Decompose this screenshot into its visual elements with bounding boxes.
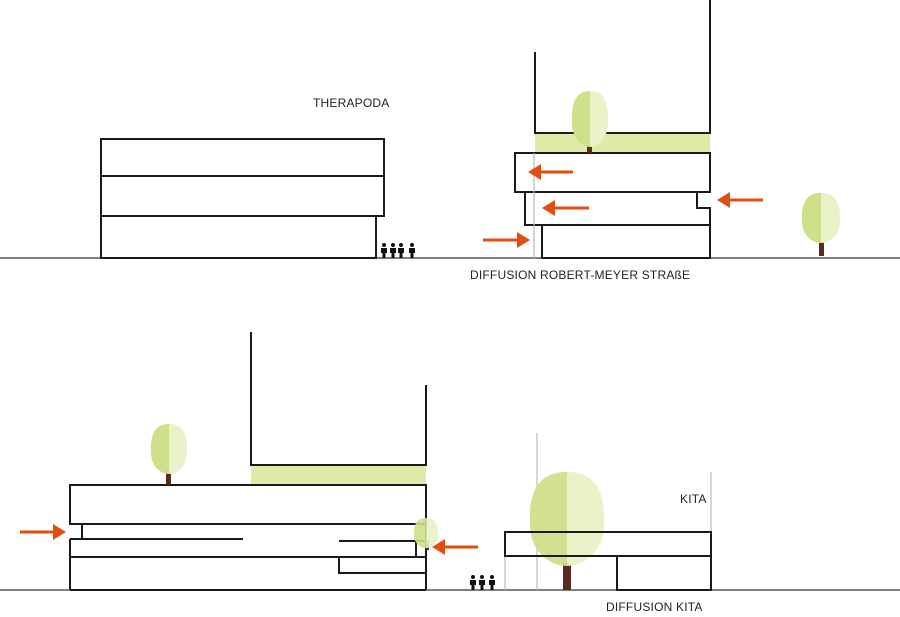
kita-building-outline xyxy=(504,531,712,591)
tree-icon xyxy=(801,193,841,256)
top-section-caption: DIFFUSION ROBERT-MEYER STRAßE xyxy=(470,268,691,282)
people-icon xyxy=(470,575,495,590)
arrow-left-icon xyxy=(432,539,478,555)
kita-label: KITA xyxy=(680,492,707,506)
arrow-right-icon xyxy=(483,232,530,248)
therapoda-label: THERAPODA xyxy=(313,96,390,110)
robert-meyer-building xyxy=(514,0,711,259)
tree-icon xyxy=(571,91,609,153)
tree-icon xyxy=(413,518,439,550)
tree-icon xyxy=(150,424,188,485)
arrow-left-icon xyxy=(542,200,589,216)
bottom-section-caption: DIFFUSION KITA xyxy=(606,600,703,614)
tree-icon xyxy=(529,472,605,590)
arrow-left-icon xyxy=(528,164,573,180)
arrow-left-icon xyxy=(717,192,763,208)
therapoda-building xyxy=(100,138,385,259)
kita-diffusion-building xyxy=(69,332,427,591)
people-icon xyxy=(381,243,415,258)
arrow-right-icon xyxy=(20,524,66,540)
